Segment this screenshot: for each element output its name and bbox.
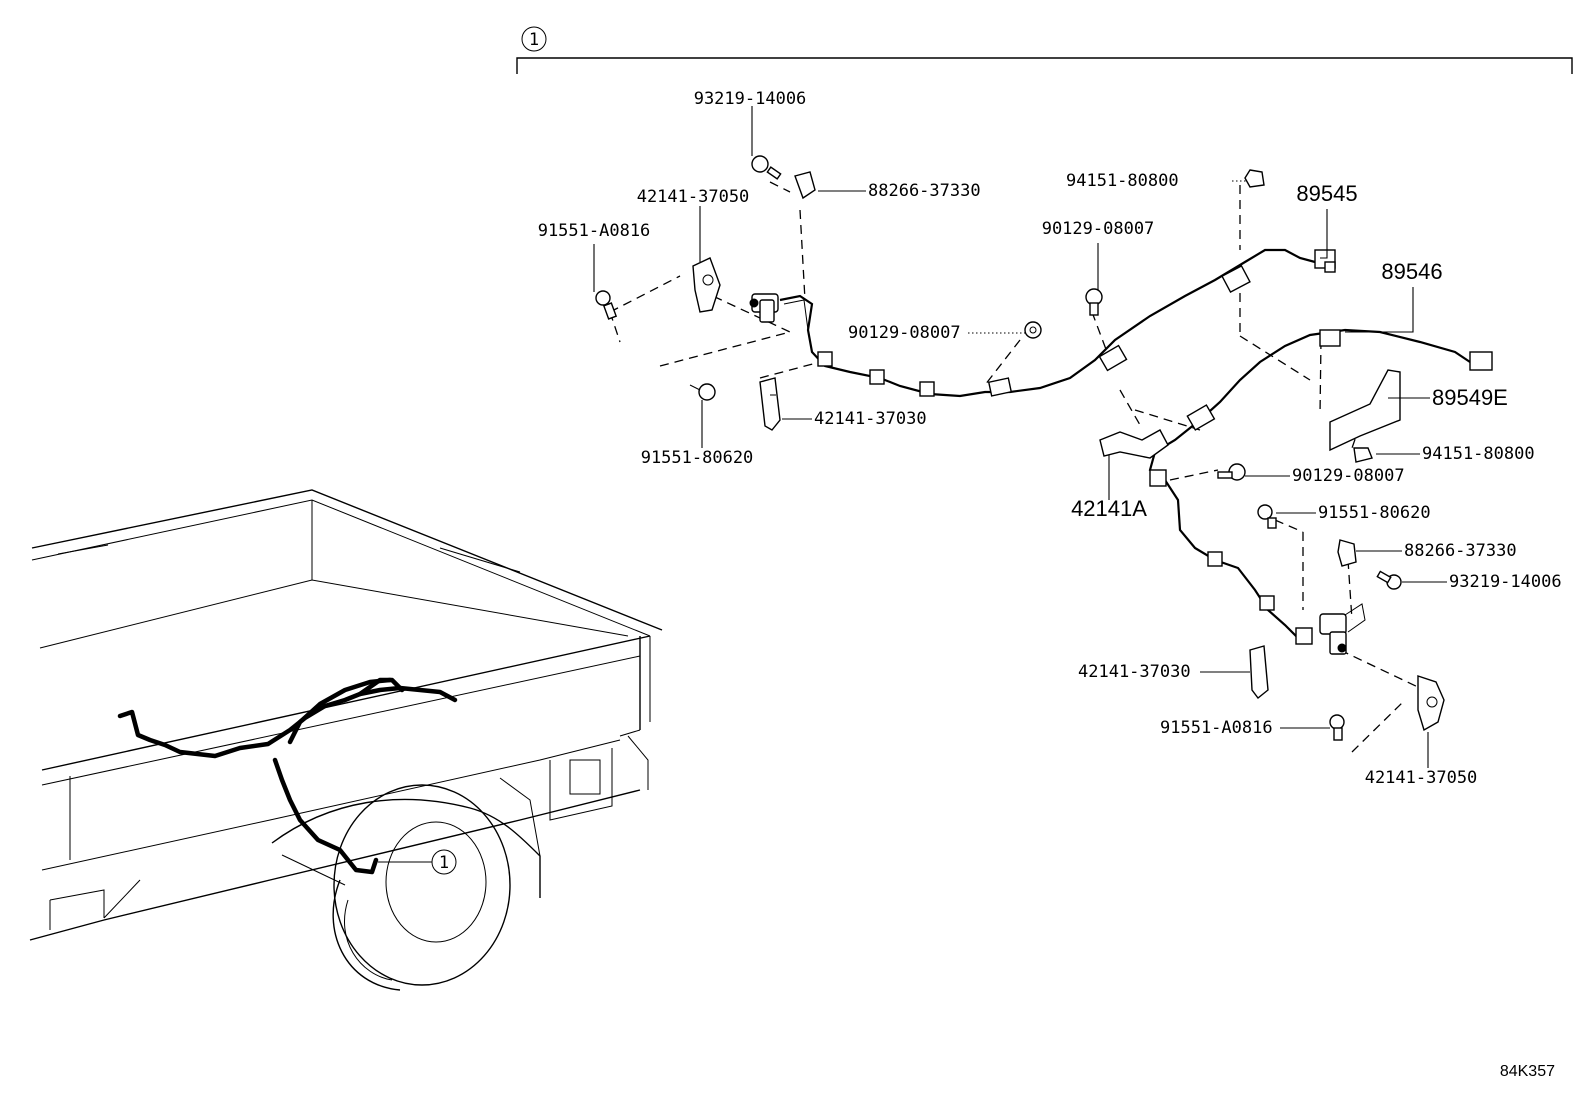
diagram-code: 84K357 (1500, 1063, 1555, 1080)
fasteners (595, 155, 1445, 741)
label-88266-37330-right: 88266-37330 (1404, 541, 1517, 561)
label-94151-80800-upper: 94151-80800 (1066, 171, 1179, 191)
group-bracket: 1 (516, 26, 1573, 74)
label-90129-08007-mid: 90129-08007 (848, 323, 961, 343)
truck-callout: 1 (439, 853, 449, 873)
label-42141A: 42141A (1071, 496, 1147, 521)
label-93219-14006-top: 93219-14006 (694, 89, 807, 109)
label-94151-80800-lower: 94151-80800 (1422, 444, 1535, 464)
part-labels: 93219-14006 88266-37330 42141-37050 9155… (538, 89, 1562, 1080)
label-93219-14006-right: 93219-14006 (1449, 572, 1562, 592)
label-91551-A0816-top: 91551-A0816 (538, 221, 651, 241)
label-91551-A0816-right: 91551-A0816 (1160, 718, 1273, 738)
truck-illustration: 1 (29, 489, 663, 991)
label-89549E: 89549E (1432, 385, 1508, 410)
label-89545: 89545 (1296, 181, 1357, 206)
label-42141-37050-top: 42141-37050 (637, 187, 750, 207)
group-callout: 1 (529, 30, 539, 50)
label-91551-80620-left: 91551-80620 (641, 448, 754, 468)
label-90129-08007-upper: 90129-08007 (1042, 219, 1155, 239)
label-42141-37030-right: 42141-37030 (1078, 662, 1191, 682)
speed-sensor-left (749, 293, 779, 323)
label-88266-37330-top: 88266-37330 (868, 181, 981, 201)
label-89546: 89546 (1381, 259, 1442, 284)
label-42141-37050-right: 42141-37050 (1365, 768, 1478, 788)
label-42141-37030-left: 42141-37030 (814, 409, 927, 429)
wire-harness-89545 (749, 248, 1336, 398)
label-90129-08007-lower: 90129-08007 (1292, 466, 1405, 486)
label-91551-80620-right: 91551-80620 (1318, 503, 1431, 523)
leaders (593, 106, 1447, 768)
speed-sensor-right (1319, 603, 1366, 655)
